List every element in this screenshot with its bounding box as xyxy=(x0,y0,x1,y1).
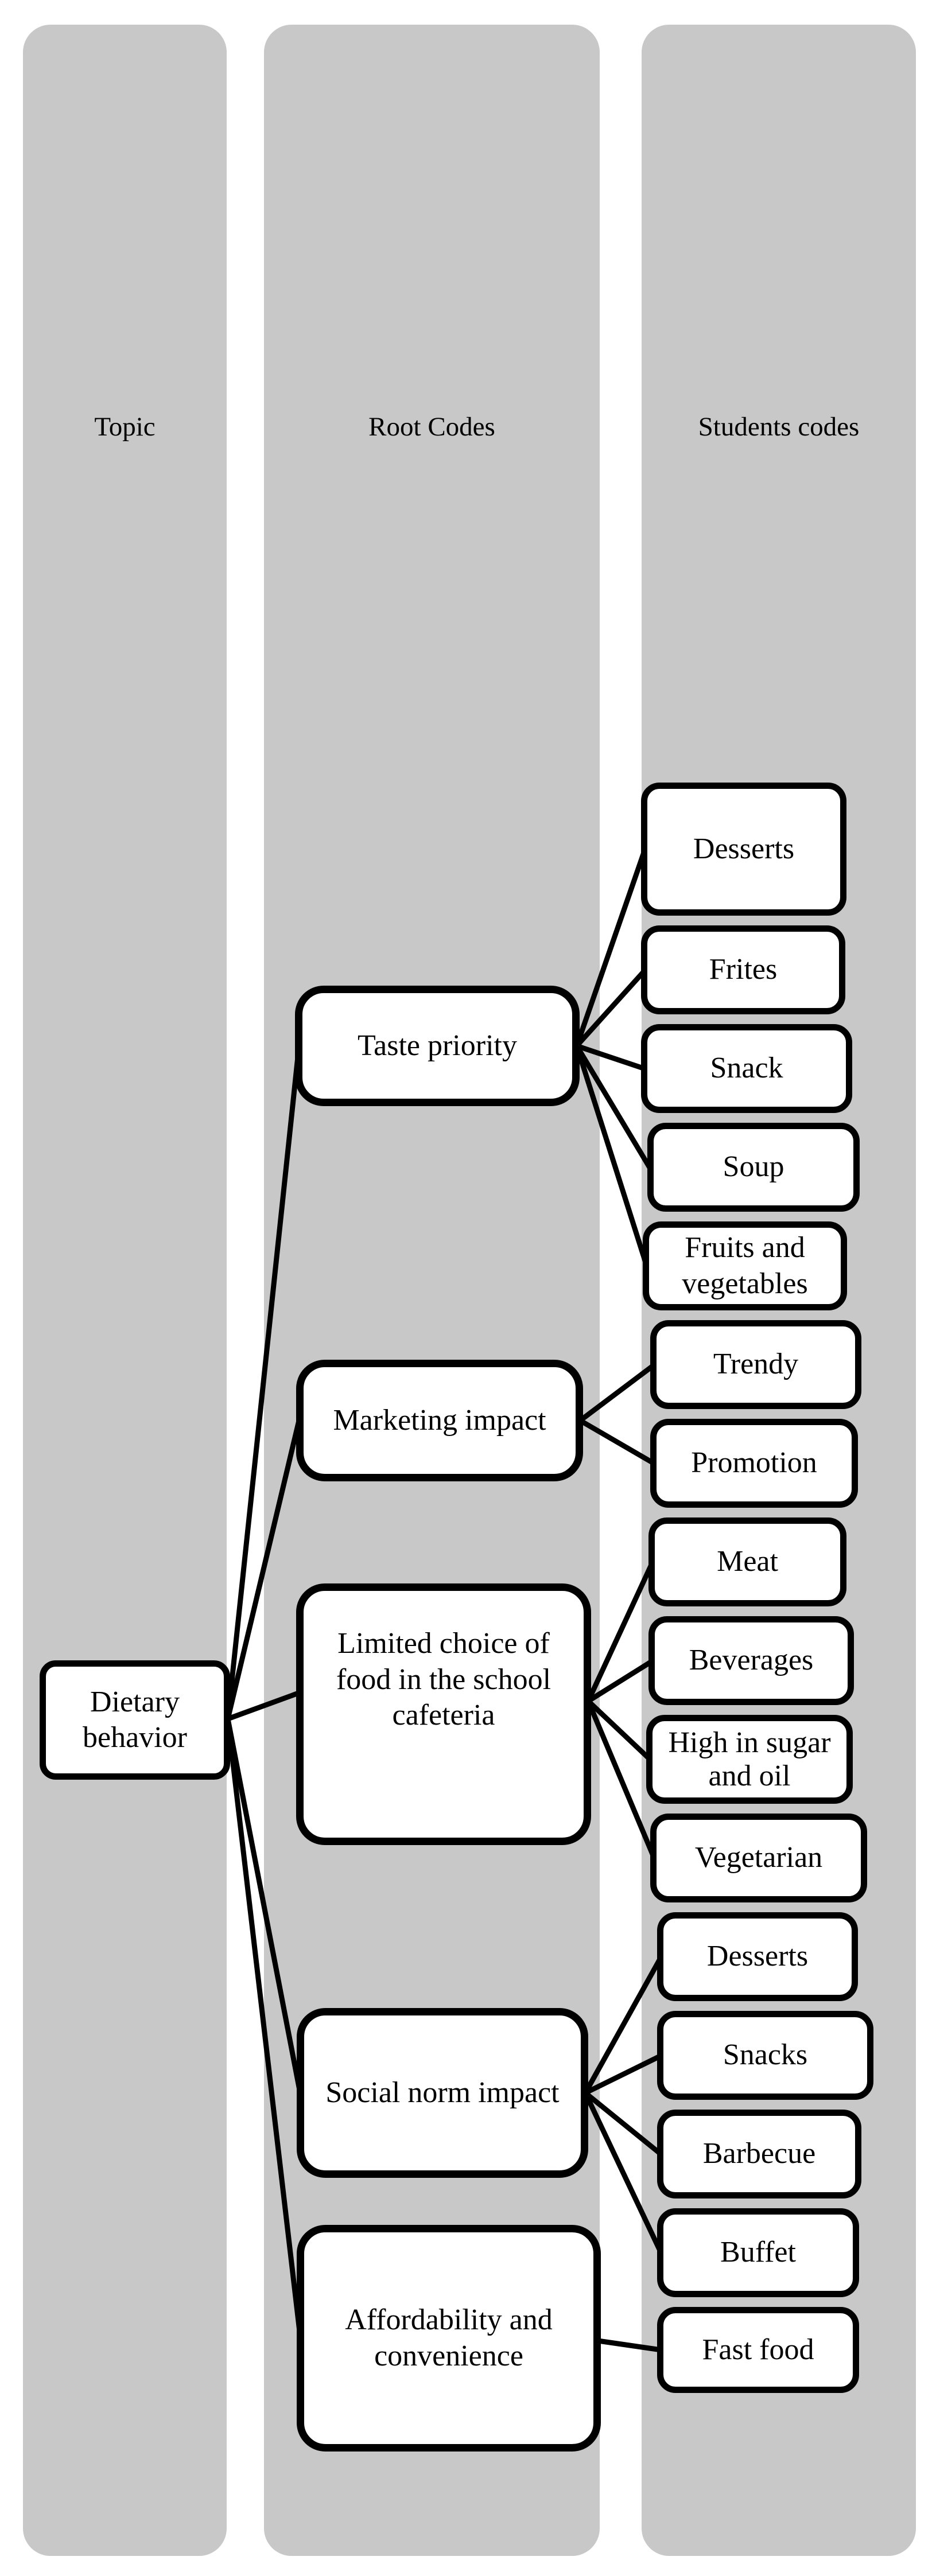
student-node-desserts-1: Desserts xyxy=(641,783,846,916)
root-node-limited-choice: Limited choice of food in the school caf… xyxy=(296,1583,591,1845)
student-node-snack: Snack xyxy=(641,1024,852,1113)
student-node-trendy: Trendy xyxy=(650,1320,861,1409)
student-node-label: Meat xyxy=(717,1545,778,1578)
column-root-codes-header: Root Codes xyxy=(368,412,495,442)
topic-node-label: Dietary behavior xyxy=(83,1685,187,1754)
root-node-label: Social norm impact xyxy=(325,2076,560,2109)
root-node-label: Taste priority xyxy=(358,1029,517,1062)
root-node-social-norm-impact: Social norm impact xyxy=(297,2008,588,2178)
student-node-frites: Frites xyxy=(641,925,845,1014)
root-node-affordability-convenience: Affordability and convenience xyxy=(297,2225,601,2452)
root-node-label: Marketing impact xyxy=(333,1403,546,1437)
root-node-label: Limited choice of food in the school caf… xyxy=(336,1627,551,1732)
topic-node-dietary-behavior: Dietary behavior xyxy=(40,1660,230,1780)
student-node-label: Promotion xyxy=(691,1446,817,1480)
student-node-label: Buffet xyxy=(720,2236,796,2269)
student-node-promotion: Promotion xyxy=(650,1419,858,1508)
student-node-beverages: Beverages xyxy=(648,1616,854,1705)
student-node-label: Fast food xyxy=(702,2333,814,2366)
column-students-codes-header: Students codes xyxy=(698,412,860,442)
student-node-fruits-and-vegetables: Fruits and vegetables xyxy=(643,1221,847,1310)
root-node-marketing-impact: Marketing impact xyxy=(296,1360,583,1481)
student-node-fast-food: Fast food xyxy=(657,2307,859,2393)
student-node-label: Soup xyxy=(723,1150,784,1184)
student-node-label: Desserts xyxy=(693,832,795,865)
student-node-label: Beverages xyxy=(689,1644,814,1677)
column-topic: Topic xyxy=(23,25,227,2556)
column-topic-header: Topic xyxy=(94,412,156,442)
student-node-barbecue: Barbecue xyxy=(657,2110,861,2198)
student-node-desserts-2: Desserts xyxy=(657,1912,858,2001)
student-node-label: Vegetarian xyxy=(694,1841,823,1874)
student-node-label: Desserts xyxy=(706,1940,809,1973)
student-node-label: High in sugar and oil xyxy=(668,1726,831,1792)
student-node-vegetarian: Vegetarian xyxy=(650,1814,867,1902)
root-node-taste-priority: Taste priority xyxy=(295,986,580,1106)
student-node-label: Fruits and vegetables xyxy=(682,1231,808,1300)
student-node-soup: Soup xyxy=(647,1123,860,1212)
student-node-high-in-sugar-and-oil: High in sugar and oil xyxy=(646,1715,853,1804)
student-node-meat: Meat xyxy=(648,1517,846,1606)
root-node-label: Affordability and convenience xyxy=(345,2303,553,2372)
student-node-snacks: Snacks xyxy=(657,2011,873,2100)
student-node-label: Frites xyxy=(709,953,778,986)
student-node-label: Snacks xyxy=(723,2038,808,2072)
student-node-buffet: Buffet xyxy=(657,2208,859,2297)
student-node-label: Trendy xyxy=(713,1348,799,1381)
student-node-label: Barbecue xyxy=(702,2137,816,2170)
student-node-label: Snack xyxy=(710,1052,783,1085)
